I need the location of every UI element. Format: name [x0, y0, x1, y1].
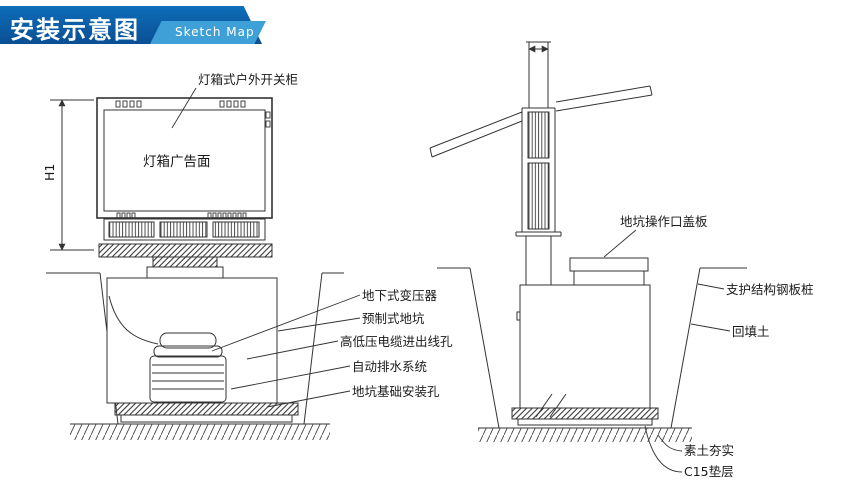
label-switch-cabinet: 灯箱式户外开关柜 — [198, 72, 298, 87]
pole — [515, 41, 562, 321]
h1-dimension: H1 — [42, 99, 94, 251]
pile-hatch-upper — [527, 111, 550, 159]
labels-right: 地坑操作口盖板 支护结构钢板桩 回填土 素土夯实 C15垫层 — [620, 214, 814, 479]
page-title: 安装示意图 — [10, 16, 140, 44]
ground-hatch-left — [70, 423, 330, 440]
billboard-panel — [429, 85, 653, 158]
cushion-layer — [517, 418, 653, 426]
label-cover-plate: 地坑操作口盖板 — [620, 214, 708, 229]
right-drawing: 地坑操作口盖板 支护结构钢板桩 回填土 素土夯实 C15垫层 — [429, 41, 814, 479]
label-steel-pile: 支护结构钢板桩 — [726, 282, 814, 297]
leader-lines-left — [171, 87, 361, 408]
equipment-box — [519, 257, 651, 418]
vent-holes — [115, 100, 271, 219]
lightbox-cabinet — [96, 97, 273, 219]
label-cable-holes: 高低压电缆进出线孔 — [340, 334, 453, 349]
banner-light-shape — [150, 21, 266, 44]
foundation-box-left — [106, 277, 299, 423]
label-mounting-holes: 地坑基础安装孔 — [352, 384, 440, 399]
label-compacted-soil: 素土夯实 — [684, 443, 734, 458]
label-h1: H1 — [42, 164, 57, 181]
label-ad-face: 灯箱广告面 — [143, 154, 211, 170]
ground-hatch-right — [478, 427, 692, 442]
label-cushion: C15垫层 — [684, 464, 734, 479]
louver-vents — [103, 218, 266, 241]
label-backfill: 回填土 — [732, 324, 770, 339]
page-header: 安装示意图 Sketch Map — [0, 6, 270, 44]
labels-left: 灯箱式户外开关柜 灯箱广告面 地下式变压器 预制式地坑 高低压电缆进出线孔 自动… — [143, 72, 453, 399]
page-subtitle: Sketch Map — [175, 25, 255, 39]
label-pit: 预制式地坑 — [362, 311, 425, 326]
foundation-slab-right — [511, 407, 659, 426]
left-drawing: H1 — [42, 72, 453, 440]
label-transformer: 地下式变压器 — [362, 288, 438, 303]
cover-plate — [569, 257, 649, 272]
pile-hatch-lower — [527, 162, 550, 230]
leader-lines-right — [603, 229, 731, 473]
cable-line — [108, 295, 159, 345]
label-drainage: 自动排水系统 — [352, 359, 427, 374]
base-plate — [98, 243, 273, 279]
pit-outline-right — [437, 267, 747, 429]
transformer-figure — [108, 295, 227, 403]
